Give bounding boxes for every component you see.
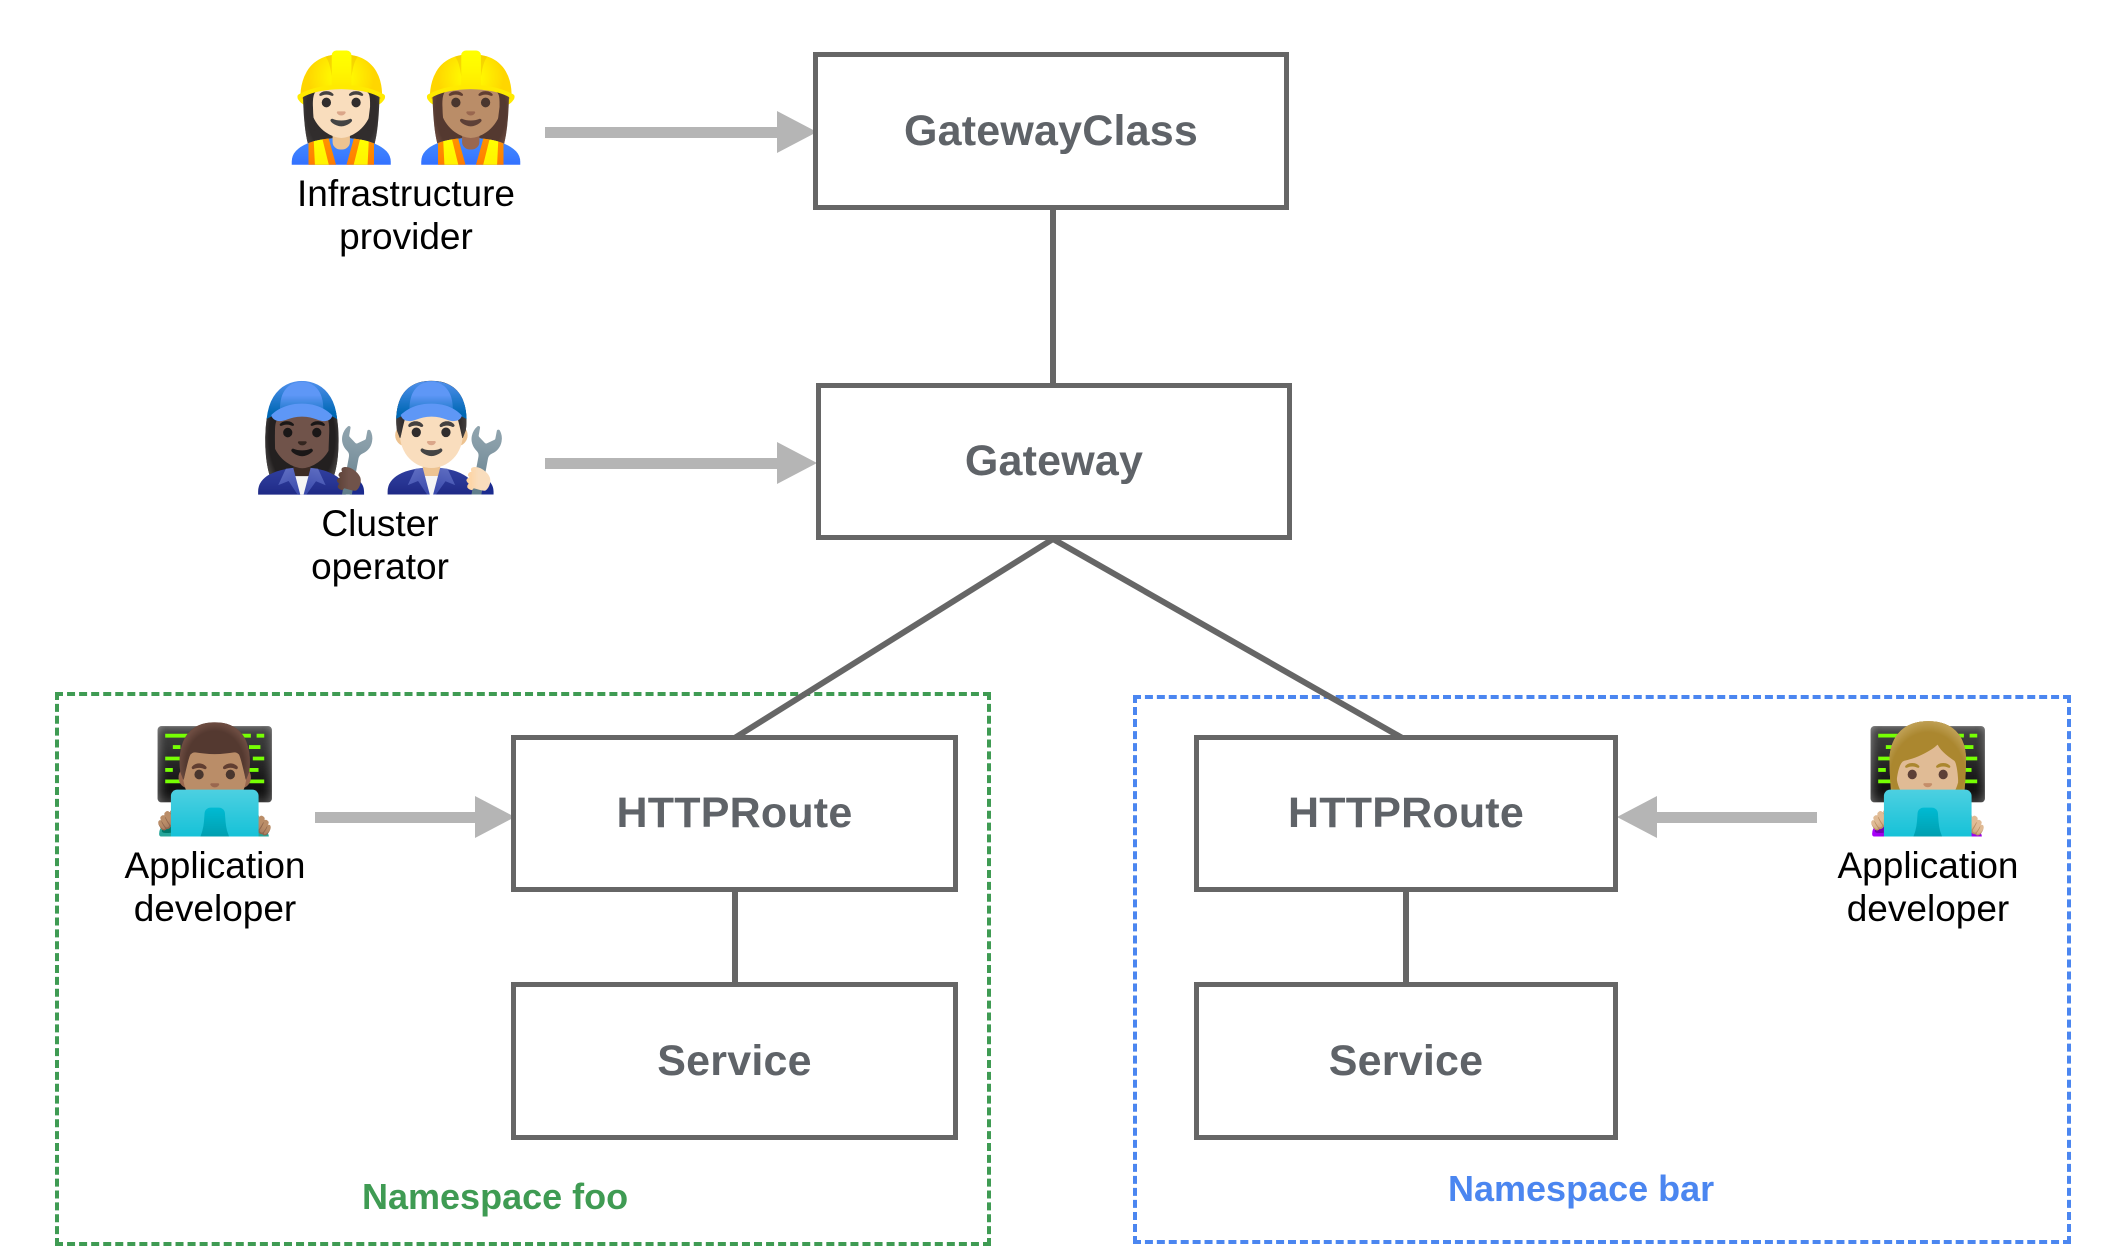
technologist-woman-emoji: 👩🏼‍💻 [1863, 718, 1993, 840]
resource-label-service-foo: Service [657, 1036, 812, 1085]
arrow-shaft [315, 811, 475, 823]
actor-application-developer-bar: 👩🏼‍💻 Application developer [1818, 727, 2038, 930]
arrow-shaft [545, 126, 777, 138]
resource-box-gateway[interactable]: Gateway [816, 383, 1292, 540]
resource-label-gatewayclass: GatewayClass [903, 106, 1198, 155]
connector-httproute-to-service-bar [1403, 889, 1409, 985]
actor-caption-cluster-operator: Cluster operator [311, 503, 449, 587]
namespace-label-foo: Namespace foo [362, 1176, 629, 1217]
arrow-head-right-icon [777, 442, 817, 484]
arrow-application-developer-to-httproute-foo [315, 796, 515, 838]
arrow-infrastructure-provider-to-gatewayclass [545, 111, 817, 153]
arrow-head-left-icon [1617, 796, 1657, 838]
arrow-shaft [545, 457, 777, 469]
actor-caption-application-developer-foo: Application developer [124, 845, 306, 929]
resource-label-gateway: Gateway [964, 437, 1144, 485]
resource-label-httproute-foo: HTTPRoute [616, 789, 853, 837]
actor-infrastructure-provider: 👷🏻‍♀️👷🏽‍♀️ Infrastructure provider [276, 55, 536, 258]
resource-box-httproute-bar[interactable]: HTTPRoute [1194, 735, 1618, 892]
actor-caption-infrastructure-provider: Infrastructure provider [297, 173, 515, 257]
mechanic-people-emoji: 👩🏿‍🔧👨🏻‍🔧 [250, 376, 510, 498]
actor-caption-application-developer-bar: Application developer [1837, 845, 2019, 929]
resource-box-gatewayclass[interactable]: GatewayClass [813, 52, 1289, 210]
arrow-application-developer-to-httproute-bar [1617, 796, 1817, 838]
actor-cluster-operator: 👩🏿‍🔧👨🏻‍🔧 Cluster operator [250, 385, 510, 588]
arrow-shaft [1657, 811, 1817, 823]
arrow-head-right-icon [777, 111, 817, 153]
connector-httproute-to-service-foo [732, 889, 738, 985]
resource-box-httproute-foo[interactable]: HTTPRoute [511, 735, 958, 892]
technologist-man-emoji: 👨🏽‍💻 [150, 718, 280, 840]
actor-application-developer-foo: 👨🏽‍💻 Application developer [105, 727, 325, 930]
resource-label-httproute-bar: HTTPRoute [1288, 789, 1524, 837]
namespace-container-bar [1133, 695, 2071, 1244]
resource-label-service-bar: Service [1328, 1036, 1484, 1085]
arrow-head-right-icon [475, 796, 515, 838]
namespace-container-foo [55, 692, 991, 1246]
resource-box-service-bar[interactable]: Service [1194, 982, 1618, 1140]
construction-worker-women-emoji: 👷🏻‍♀️👷🏽‍♀️ [276, 46, 536, 168]
arrow-cluster-operator-to-gateway [545, 442, 817, 484]
resource-box-service-foo[interactable]: Service [511, 982, 958, 1140]
namespace-label-bar: Namespace bar [1448, 1168, 1715, 1209]
connector-gatewayclass-to-gateway [1050, 208, 1056, 386]
